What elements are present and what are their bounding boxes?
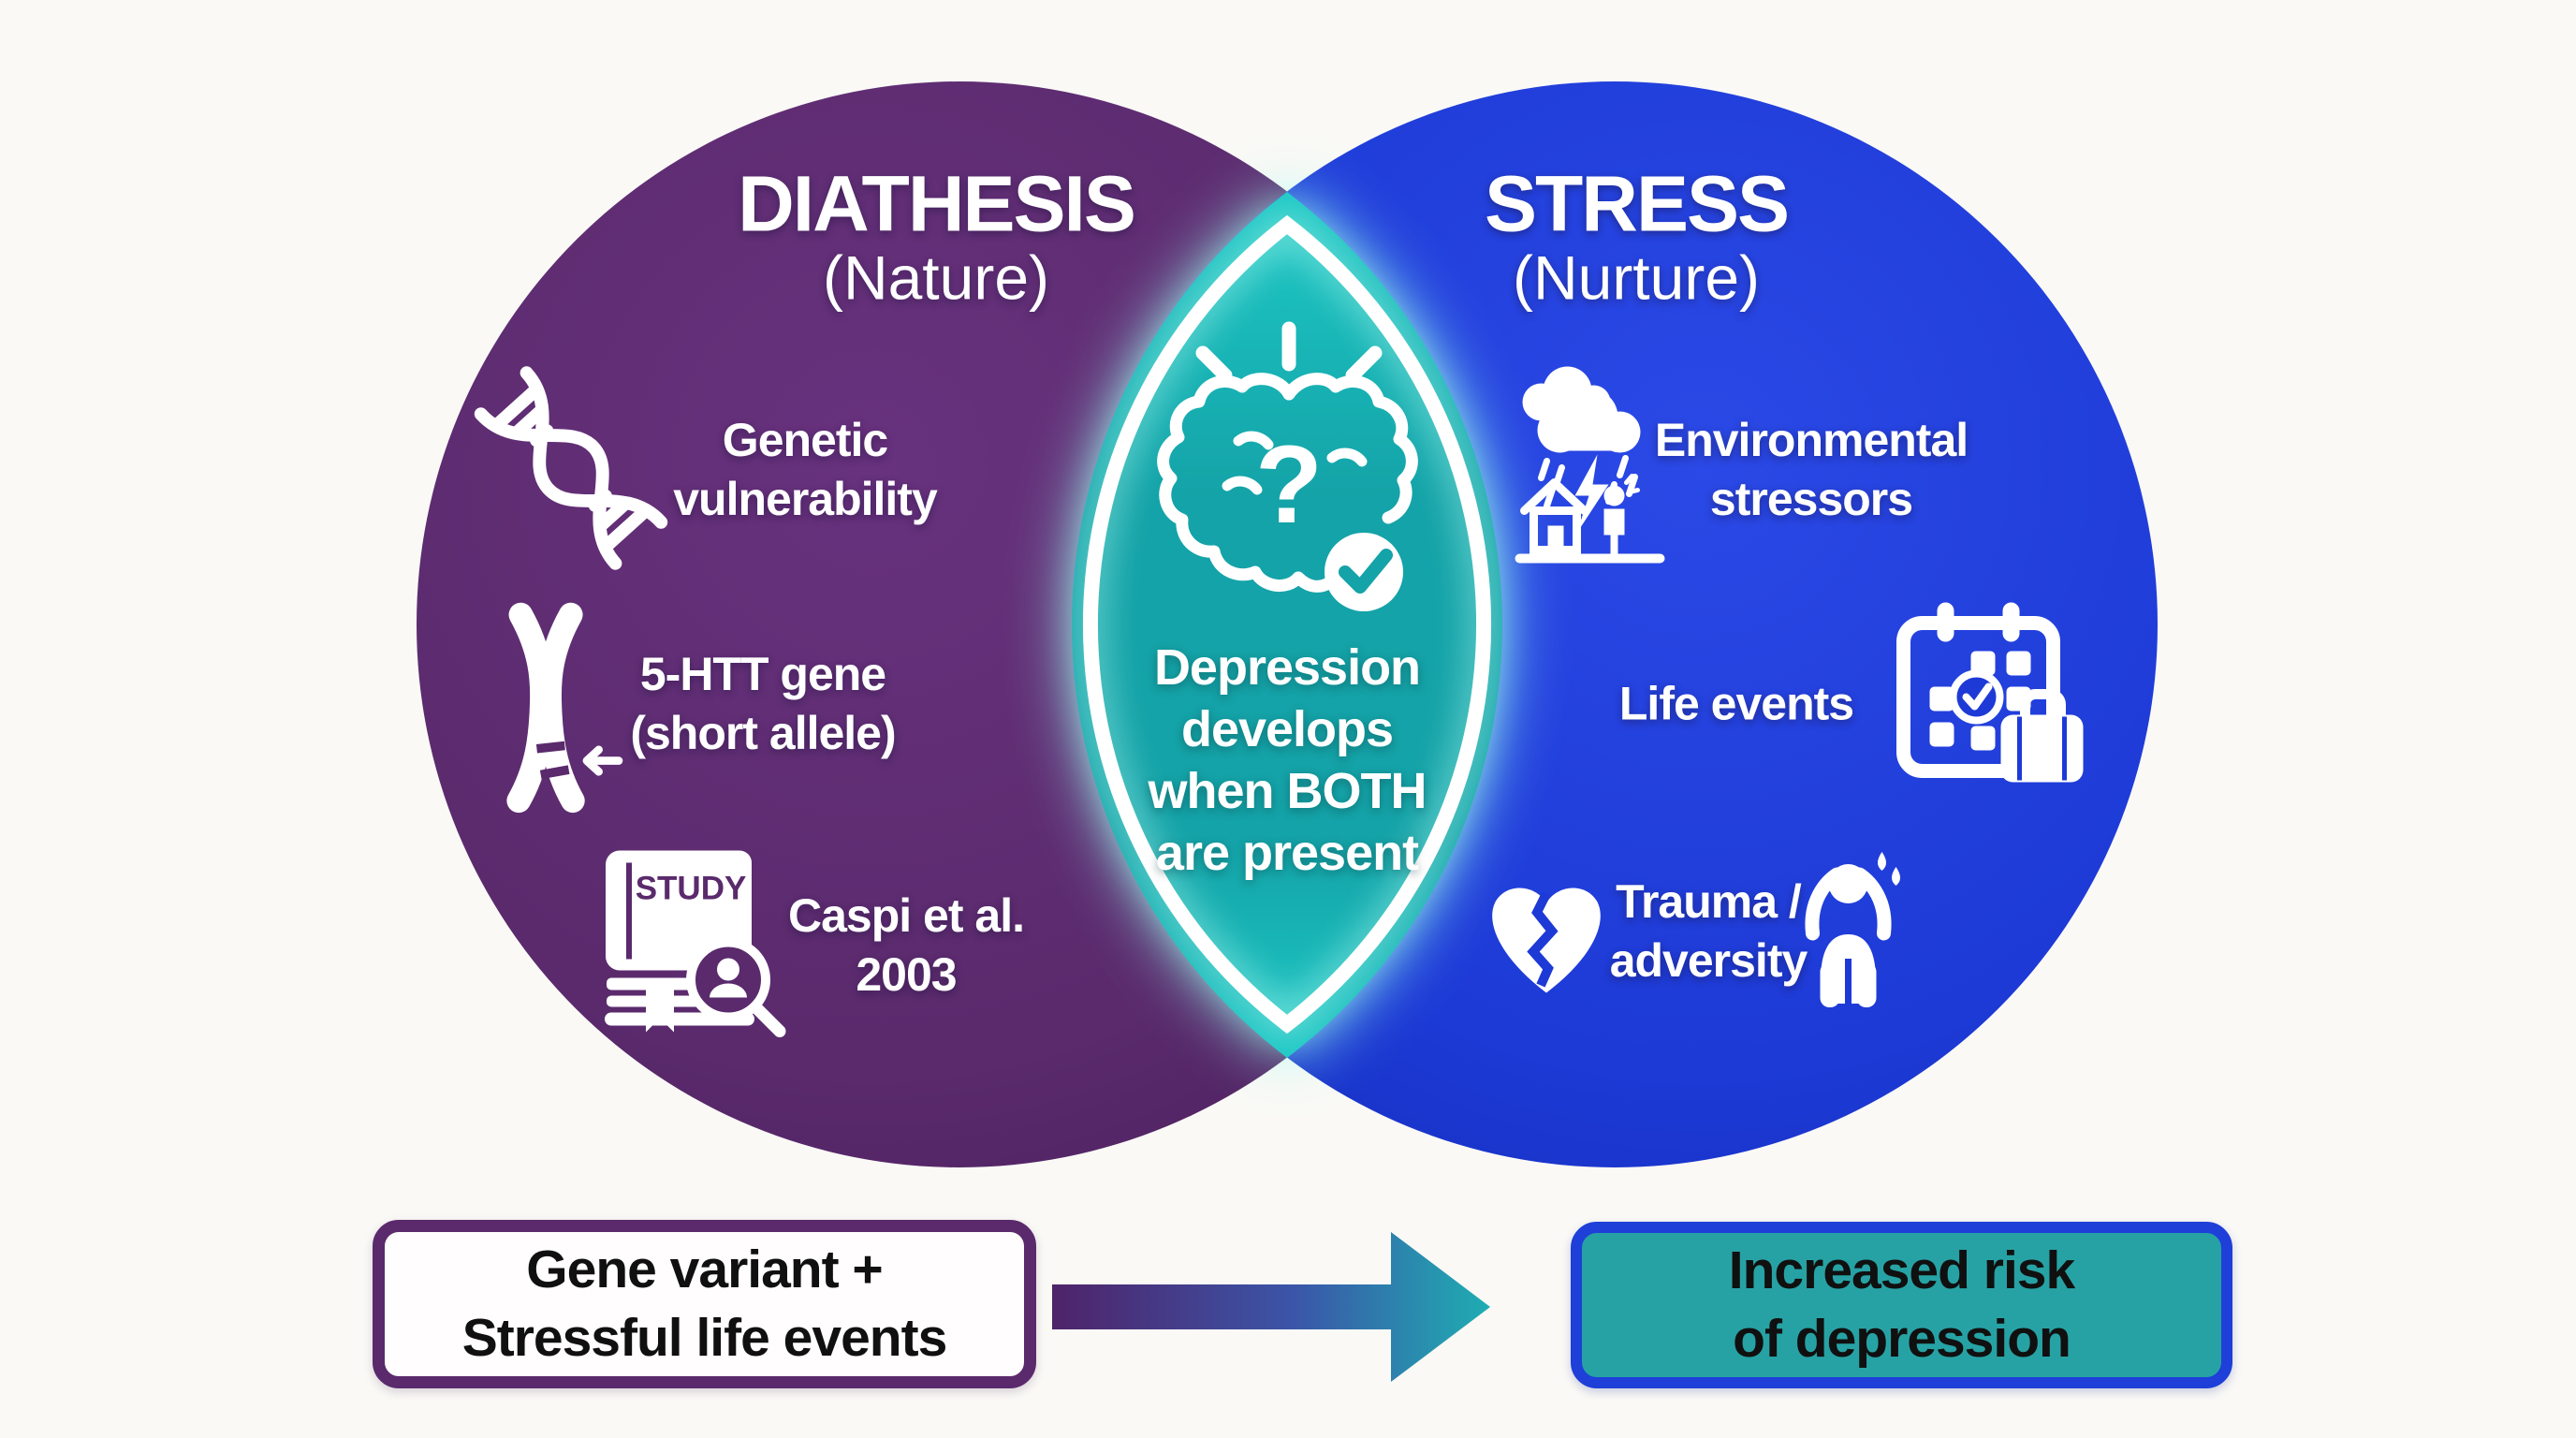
broken-heart-icon: [1492, 888, 1601, 993]
environmental-stressors-label: Environmental stressors: [1654, 414, 1969, 525]
caspi-study-label: Caspi et al. 2003: [788, 889, 1025, 1001]
magnifier-person-icon: [686, 937, 786, 1037]
storm-cloud-icon: [1522, 366, 1641, 453]
stress-title: STRESS: [1484, 159, 1790, 248]
brain-question-check-icon: ?: [1157, 321, 1418, 611]
rays-icon: [1195, 321, 1383, 383]
check-circle-icon: [1325, 533, 1403, 611]
dna-icon: [474, 366, 668, 570]
effect-box: Increased risk of depression: [1571, 1222, 2232, 1388]
sad-person-icon: [1603, 474, 1640, 554]
flow-arrow-icon: [1052, 1232, 1490, 1382]
overlap-caption: Depression develops when BOTH are presen…: [1148, 639, 1427, 881]
sweat-drops-icon: [1878, 852, 1900, 886]
chromosome-icon: [506, 602, 623, 814]
diathesis-title: DIATHESIS: [738, 159, 1136, 248]
diathesis-title-block: DIATHESIS (Nature): [738, 159, 1136, 313]
allele-arrow-icon: [582, 745, 623, 776]
bookmark-icon: [646, 983, 674, 1033]
overlap-lens-glow-border: [1083, 214, 1491, 1034]
life-events-label: Life events: [1618, 677, 1854, 730]
5htt-gene-label: 5-HTT gene (short allele): [630, 648, 896, 759]
stress-title-block: STRESS (Nurture): [1484, 159, 1790, 313]
cause-box: Gene variant + Stressful life events: [373, 1220, 1036, 1388]
distressed-person-icon: [1805, 852, 1900, 1007]
house-icon: [1520, 478, 1588, 554]
question-mark-glyph: ?: [1255, 423, 1323, 547]
stress-subtitle: (Nurture): [1512, 242, 1761, 313]
genetic-vulnerability-label: Genetic vulnerability: [673, 414, 938, 525]
storm-house-icon: [1515, 366, 1665, 564]
trauma-adversity-label: Trauma / adversity: [1609, 875, 1808, 987]
study-book-cover-label: STUDY: [636, 871, 747, 907]
suitcase-icon: [2000, 689, 2084, 783]
study-book-icon: STUDY: [605, 850, 786, 1037]
diathesis-subtitle: (Nature): [822, 242, 1050, 313]
calendar-suitcase-icon: [1896, 602, 2084, 783]
